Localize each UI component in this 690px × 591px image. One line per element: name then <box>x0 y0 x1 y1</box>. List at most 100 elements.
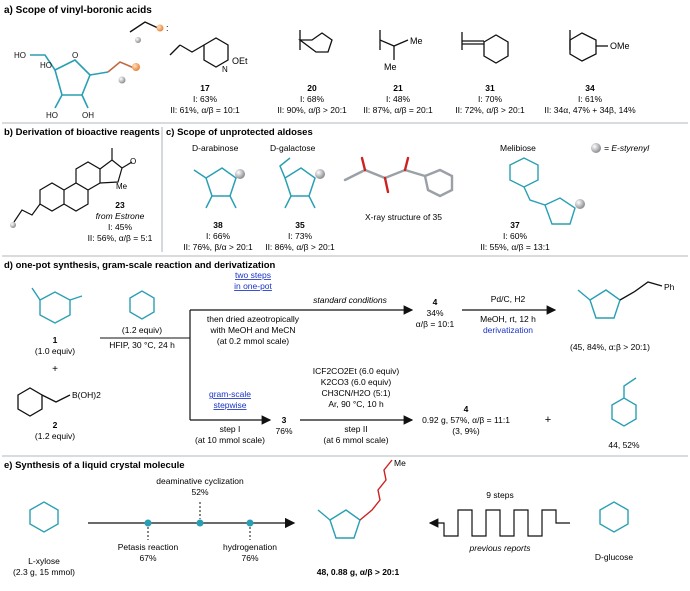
section-a-title: a) Scope of vinyl-boronic acids <box>4 5 152 16</box>
start-name: L-xylose <box>28 556 60 566</box>
structure-31 <box>461 32 509 64</box>
entry-37-r1: I: 60% <box>503 231 528 241</box>
orange-ball <box>132 63 140 71</box>
entry-20-r2: II: 90%, α/β > 20:1 <box>277 105 347 115</box>
steroid-structure <box>13 148 133 223</box>
onepot-text-3: (at 0.2 mmol scale) <box>217 336 289 346</box>
me-label-21b: Me <box>384 62 397 72</box>
structure-1 <box>31 287 83 324</box>
reactant-2-num: 2 <box>53 420 58 430</box>
svg-text:O: O <box>72 51 78 60</box>
legend-text: = E-styrenyl <box>604 143 650 153</box>
step2-scale: (at 6 mmol scale) <box>323 435 388 445</box>
onepot-text-1: then dried azeotropically <box>207 314 300 324</box>
step1-label: step I <box>220 424 241 434</box>
alkyl-chain-48 <box>359 459 393 521</box>
entry-35-num: 35 <box>295 220 305 230</box>
p4-bottom-sub: (3, 9%) <box>452 426 480 436</box>
onepot-blue-2: in one-pot <box>234 281 272 291</box>
structure-2 <box>17 387 71 417</box>
ome-label: OMe <box>610 41 630 51</box>
vinyl-bond-a <box>107 61 135 73</box>
step-hydrogenation-yield: 76% <box>241 553 258 563</box>
step2-cond-4: Ar, 90 °C, 10 h <box>328 399 384 409</box>
reactant-1-num: 1 <box>53 335 58 345</box>
onepot-text-2: with MeOH and MeCN <box>209 325 295 335</box>
standard-conditions: standard conditions <box>313 295 387 305</box>
p4-bottom-yield: 0.92 g, 57%, α/β = 11:1 <box>422 415 510 425</box>
structure-34 <box>569 30 608 62</box>
byproduct-label: 44, 52% <box>608 440 640 450</box>
structure-17 <box>169 37 229 68</box>
entry-34-r1: I: 61% <box>578 94 603 104</box>
entry-34-r2: II: 34α, 47% + 34β, 14% <box>544 105 636 115</box>
timeline-nodes <box>144 502 254 540</box>
prior-steps: 9 steps <box>486 490 513 500</box>
ethyl-chain-45 <box>619 281 663 301</box>
entry-20-r1: I: 68% <box>300 94 325 104</box>
entry-31-r1: I: 70% <box>478 94 503 104</box>
step1-scale: (at 10 mmol scale) <box>195 435 265 445</box>
gram-blue-1: gram-scale <box>209 389 251 399</box>
p3-yield: 76% <box>275 426 292 436</box>
svg-text:HO: HO <box>40 61 52 70</box>
p4-top-yield: 34% <box>426 308 443 318</box>
oet-label: OEt <box>232 56 248 66</box>
entry-31-num: 31 <box>485 83 495 93</box>
structure-xylose <box>29 501 59 533</box>
step2-cond-3: CH3CN/H2O (5:1) <box>322 388 391 398</box>
ph-label: Ph <box>664 282 675 292</box>
ball-37 <box>575 199 585 209</box>
plus-2: + <box>545 414 551 426</box>
morpholine-equiv: (1.2 equiv) <box>122 325 162 335</box>
structure-44 <box>611 377 637 427</box>
reactant-1-equiv: (1.0 equiv) <box>35 346 75 356</box>
entry-17: 17 I: 63% II: 61%, α/β = 10:1 <box>170 83 240 115</box>
entry-38-num: 38 <box>213 220 223 230</box>
furanose-template-a <box>30 54 109 109</box>
svg-text:HO: HO <box>46 111 58 120</box>
entry-31: 31 I: 70% II: 72%, α/β > 20:1 <box>455 83 525 115</box>
morpholine-structure <box>129 290 155 320</box>
deriv-reagent-1: Pd/C, H2 <box>491 294 526 304</box>
structure-20 <box>298 30 333 53</box>
deriv-reagent-2: MeOH, rt, 12 h <box>480 314 536 324</box>
entry-21-r1: I: 48% <box>386 94 411 104</box>
source-label: D-glucose <box>595 552 634 562</box>
boronic-group: B(OH)2 <box>72 390 101 400</box>
p4-top-ratio: α/β = 10:1 <box>416 319 455 329</box>
step-petasis: Petasis reaction <box>118 542 179 552</box>
entry-37: 37 I: 60% II: 55%, α/β = 13:1 <box>480 220 550 252</box>
steroid-o: O <box>130 157 136 166</box>
entry-35-r1: I: 73% <box>288 231 313 241</box>
entry-34: 34 I: 61% II: 34α, 47% + 34β, 14% <box>544 83 636 115</box>
entry-23-r1: I: 45% <box>108 222 133 232</box>
step-cyclization: deaminative cyclization <box>156 476 244 486</box>
sugar-35-name: D-galactose <box>270 143 316 153</box>
conditions-text: HFIP, 30 °C, 24 h <box>109 340 175 350</box>
section-e-title: e) Synthesis of a liquid crystal molecul… <box>4 460 185 471</box>
ball-35 <box>315 169 325 179</box>
substituent-key: : <box>129 21 169 43</box>
step2-cond-2: K2CO3 (6.0 equiv) <box>321 377 392 387</box>
entry-23-source: from Estrone <box>96 211 145 221</box>
svg-text:OH: OH <box>82 111 94 120</box>
entry-37-r2: II: 55%, α/β = 13:1 <box>480 242 550 252</box>
structure-37 <box>509 157 576 225</box>
entry-17-num: 17 <box>200 83 210 93</box>
entry-21-num: 21 <box>393 83 403 93</box>
entry-23-r2: II: 56%, α/β = 5:1 <box>88 233 153 243</box>
step-hydrogenation: hydrogenation <box>223 542 277 552</box>
pyridyl-n-label: N <box>222 65 228 74</box>
structure-21 <box>379 30 409 60</box>
gram-blue-2: stepwise <box>213 400 246 410</box>
svg-text:HO: HO <box>14 51 26 60</box>
prior-arrow <box>428 509 570 537</box>
section-d-title: d) one-pot synthesis, gram-scale reactio… <box>4 260 276 271</box>
entry-31-r2: II: 72%, α/β > 20:1 <box>455 105 525 115</box>
grey-ball-b <box>10 222 16 228</box>
entry-38: 38 I: 66% II: 76%, β/α > 20:1 <box>183 220 253 252</box>
entry-17-r2: II: 61%, α/β = 10:1 <box>170 105 240 115</box>
svg-text::: : <box>166 23 169 33</box>
structure-35 <box>279 157 316 209</box>
